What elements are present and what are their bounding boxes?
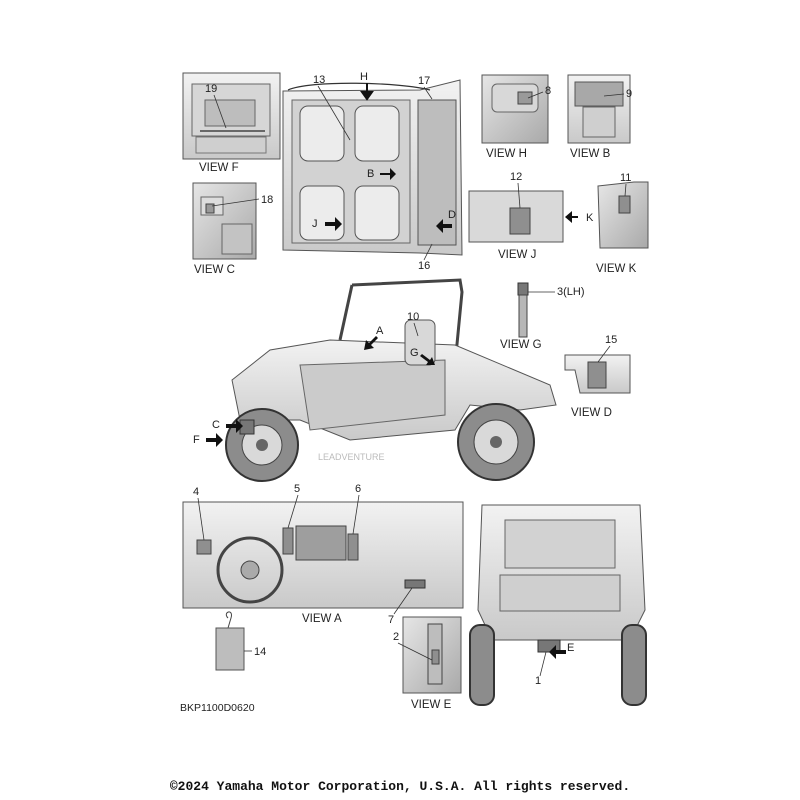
arrow-f-icon [206, 433, 223, 447]
arrow-e-icon [549, 645, 566, 659]
view-letter-e: E [567, 642, 574, 654]
view-f-panel [182, 72, 281, 160]
callout-13: 13 [313, 74, 325, 86]
view-letter-j: J [312, 218, 318, 230]
view-d-panel [564, 354, 631, 394]
view-e-panel [402, 616, 462, 694]
callout-7: 7 [388, 614, 394, 626]
caption-view-k: VIEW K [596, 263, 637, 275]
callout-18: 18 [261, 194, 273, 206]
copyright-notice: ©2024 Yamaha Motor Corporation, U.S.A. A… [169, 779, 631, 794]
arrow-k-icon [565, 211, 578, 223]
callout-6: 6 [355, 483, 361, 495]
view-letter-f: F [193, 434, 200, 446]
view-letter-h: H [360, 71, 368, 83]
view-k-panel [597, 181, 649, 249]
view-letter-a: A [376, 325, 384, 337]
watermark: LEADVENTURE [318, 452, 385, 462]
callout-15: 15 [605, 334, 617, 346]
view-letter-d: D [448, 209, 456, 221]
callout-9: 9 [626, 88, 632, 100]
arrow-h-icon [360, 83, 374, 101]
callout-8: 8 [545, 85, 551, 97]
arrow-g-icon [420, 354, 435, 365]
caption-view-a: VIEW A [302, 613, 342, 625]
top-view-vehicle [282, 79, 463, 256]
view-h-panel [481, 74, 549, 144]
caption-view-f: VIEW F [199, 162, 239, 174]
view-j-panel [468, 190, 564, 243]
callout-11: 11 [620, 172, 631, 184]
caption-view-g: VIEW G [500, 339, 542, 351]
arrow-b-icon [380, 168, 396, 180]
view-letter-k: K [586, 212, 594, 224]
callout-10: 10 [407, 311, 419, 323]
callout-19: 19 [205, 83, 217, 95]
callout-17: 17 [418, 75, 430, 87]
caption-view-b: VIEW B [570, 148, 611, 160]
view-c-panel [192, 182, 257, 260]
callout-3: 3(LH) [557, 286, 585, 298]
view-letter-b: B [367, 168, 374, 180]
arrow-j-icon [325, 217, 342, 231]
arrow-c-icon [226, 419, 243, 433]
side-view-vehicle [225, 278, 557, 482]
view-letter-c: C [212, 419, 220, 431]
view-g-panel [517, 282, 529, 338]
view-a-panel [182, 501, 464, 609]
callout-1: 1 [535, 675, 541, 687]
arrow-d-icon [436, 219, 452, 233]
caption-view-j: VIEW J [498, 249, 536, 261]
view-b-panel [567, 74, 631, 144]
callout-4: 4 [193, 486, 199, 498]
caption-view-d: VIEW D [571, 407, 612, 419]
callout-2: 2 [393, 631, 399, 643]
callout-14: 14 [254, 646, 266, 658]
caption-view-c: VIEW C [194, 264, 235, 276]
callout-16: 16 [418, 260, 430, 272]
hang-tag [215, 611, 245, 671]
caption-view-h: VIEW H [486, 148, 527, 160]
callout-5: 5 [294, 483, 300, 495]
view-letter-g: G [410, 347, 419, 359]
arrow-a-icon [364, 336, 378, 350]
caption-view-e: VIEW E [411, 699, 452, 711]
callout-12: 12 [510, 171, 522, 183]
rear-view-vehicle [469, 504, 647, 706]
drawing-code: BKP1100D0620 [180, 702, 255, 714]
